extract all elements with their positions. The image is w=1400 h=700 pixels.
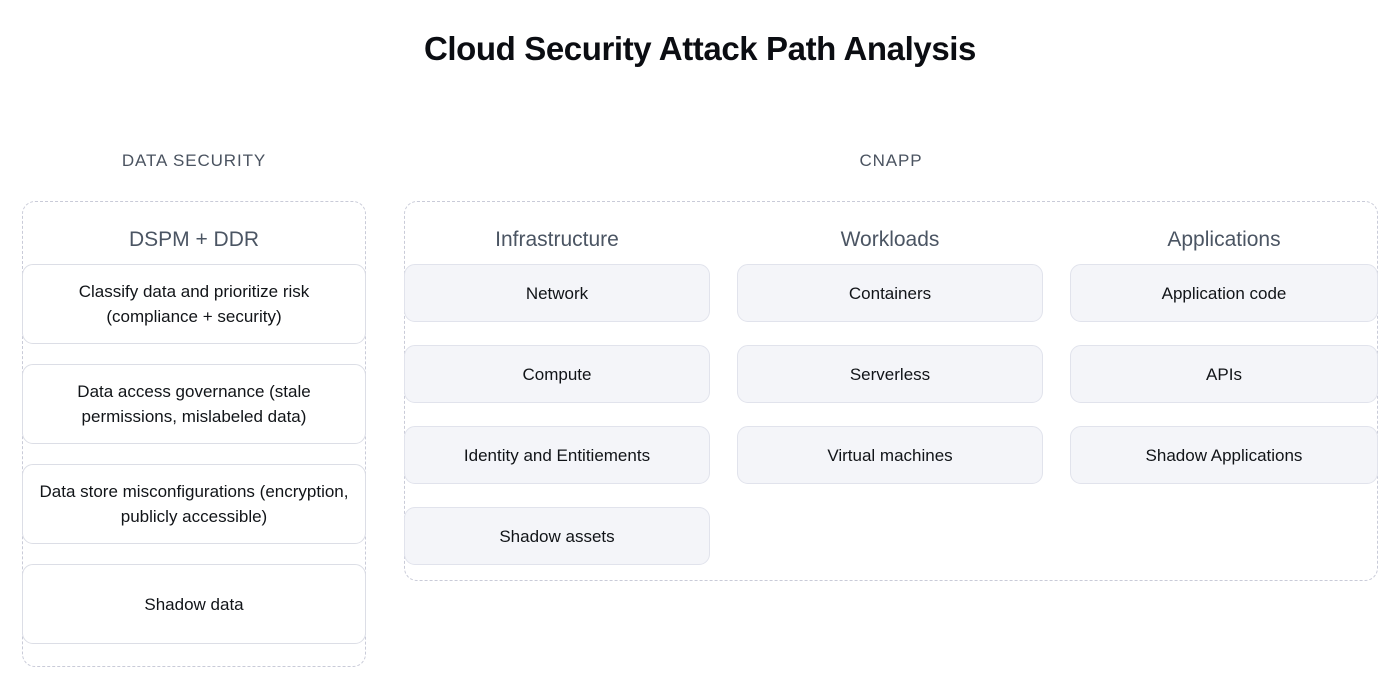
card-apis[interactable]: APIs (1070, 345, 1378, 403)
column-workloads: Workloads Containers Serverless Virtual … (737, 201, 1043, 484)
card-shadow-data[interactable]: Shadow data (22, 564, 366, 644)
card-list-applications: Application code APIs Shadow Application… (1070, 264, 1378, 484)
column-applications: Applications Application code APIs Shado… (1070, 201, 1378, 484)
card-list-infrastructure: Network Compute Identity and Entitiement… (404, 264, 710, 565)
group-header-cnapp: CNAPP (859, 151, 923, 170)
card-identity-and-entitlements[interactable]: Identity and Entitiements (404, 426, 710, 484)
card-list-workloads: Containers Serverless Virtual machines (737, 264, 1043, 484)
card-network[interactable]: Network (404, 264, 710, 322)
card-classify-data[interactable]: Classify data and prioritize risk (compl… (22, 264, 366, 344)
card-data-access-governance[interactable]: Data access governance (stale permission… (22, 364, 366, 444)
card-data-store-misconfigurations[interactable]: Data store misconfigurations (encryption… (22, 464, 366, 544)
card-containers[interactable]: Containers (737, 264, 1043, 322)
card-application-code[interactable]: Application code (1070, 264, 1378, 322)
card-list-dspm-ddr: Classify data and prioritize risk (compl… (22, 264, 366, 644)
card-virtual-machines[interactable]: Virtual machines (737, 426, 1043, 484)
card-serverless[interactable]: Serverless (737, 345, 1043, 403)
card-shadow-applications[interactable]: Shadow Applications (1070, 426, 1378, 484)
group-header-data-security: DATA SECURITY (121, 151, 267, 170)
card-compute[interactable]: Compute (404, 345, 710, 403)
card-shadow-assets[interactable]: Shadow assets (404, 507, 710, 565)
page-title: Cloud Security Attack Path Analysis (423, 30, 977, 67)
column-label-applications: Applications (1167, 228, 1281, 251)
column-label-workloads: Workloads (840, 228, 940, 251)
column-dspm-ddr: DSPM + DDR Classify data and prioritize … (22, 201, 366, 644)
column-infrastructure: Infrastructure Network Compute Identity … (404, 201, 710, 565)
column-label-dspm-ddr: DSPM + DDR (128, 228, 260, 251)
column-label-infrastructure: Infrastructure (495, 228, 619, 251)
